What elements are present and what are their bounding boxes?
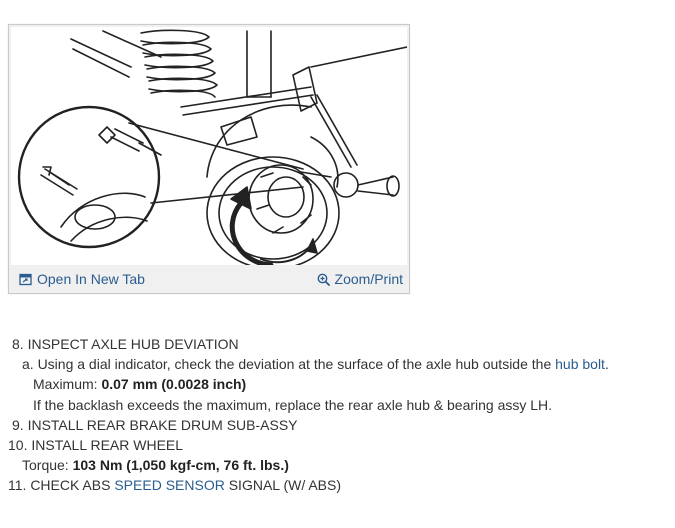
step-11-suffix: SIGNAL (W/ ABS)	[224, 477, 341, 494]
open-in-new-tab-link[interactable]: Open In New Tab	[19, 271, 145, 287]
speed-sensor-link[interactable]: SPEED SENSOR	[114, 477, 225, 494]
hub-bolt-link[interactable]: hub bolt	[555, 356, 605, 373]
step-8a-end: .	[604, 356, 609, 373]
zoom-in-icon	[317, 273, 330, 286]
step-10-title: 10. INSTALL REAR WHEEL	[8, 436, 184, 453]
zoom-print-link[interactable]: Zoom/Print	[317, 271, 403, 287]
step-8a-text: a. Using a dial indicator, check the dev…	[22, 356, 556, 373]
figure-toolbar: Open In New Tab Zoom/Print	[9, 267, 409, 293]
zoom-print-label: Zoom/Print	[334, 271, 403, 287]
open-new-tab-icon	[19, 273, 32, 285]
maximum-value: 0.07 mm (0.0028 inch)	[101, 376, 247, 393]
step-11-title: 11. CHECK ABS SPEED SENSOR SIGNAL (W/ AB…	[8, 475, 668, 495]
step-10-torque: Torque: 103 Nm (1,050 kgf-cm, 76 ft. lbs…	[8, 455, 668, 475]
step-11-prefix: 11. CHECK ABS	[8, 477, 115, 494]
axle-hub-illustration[interactable]	[11, 27, 407, 265]
step-8-note: If the backlash exceeds the maximum, rep…	[33, 396, 553, 413]
open-in-new-tab-label: Open In New Tab	[37, 271, 145, 287]
torque-value: 103 Nm (1,050 kgf-cm, 76 ft. lbs.)	[72, 457, 289, 474]
step-8-maximum: Maximum: 0.07 mm (0.0028 inch)	[8, 374, 668, 394]
figure-card: Open In New Tab Zoom/Print	[8, 24, 410, 294]
step-8a: a. Using a dial indicator, check the dev…	[8, 354, 668, 374]
step-9-title: 9. INSTALL REAR BRAKE DRUM SUB-ASSY	[12, 416, 298, 433]
dial-indicator-diagram	[17, 29, 407, 265]
torque-label: Torque:	[22, 457, 73, 474]
maximum-label: Maximum:	[33, 376, 102, 393]
step-8-title: 8. INSPECT AXLE HUB DEVIATION	[12, 336, 239, 352]
procedure-steps: 8. INSPECT AXLE HUB DEVIATION a. Using a…	[8, 334, 668, 496]
